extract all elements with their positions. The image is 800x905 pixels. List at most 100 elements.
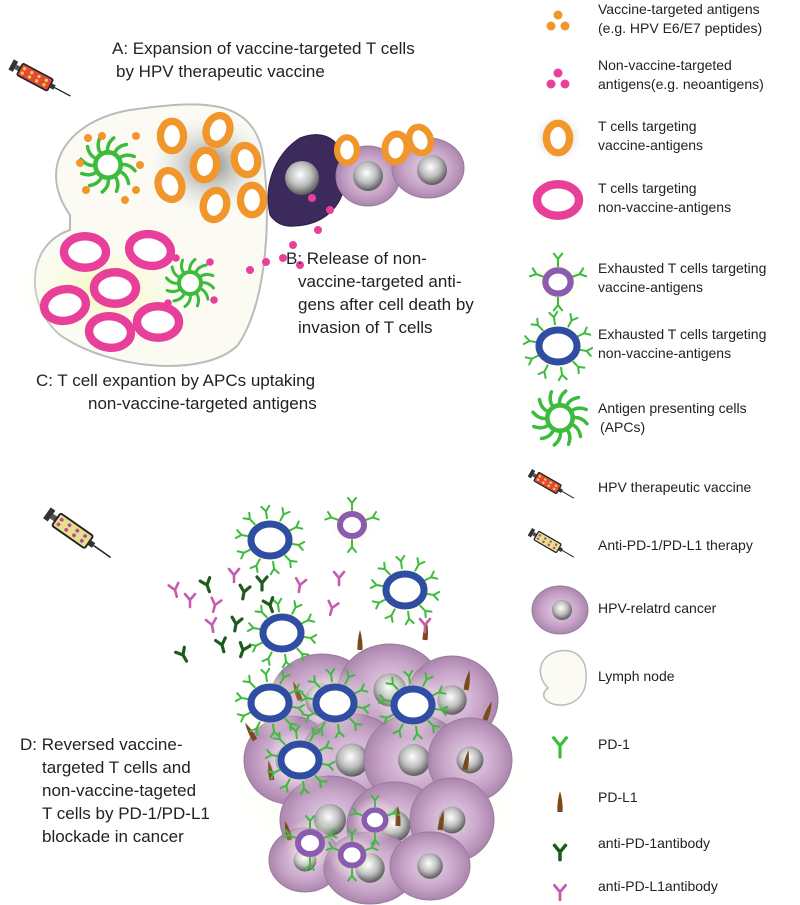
label-d-line: targeted T cells and <box>42 758 191 777</box>
t-cell-vaccine <box>199 186 231 224</box>
pd-1-receptor <box>355 703 371 714</box>
t-cell-vaccine <box>230 141 262 179</box>
exhausted-t-cell-nonvaccine <box>522 310 594 382</box>
pd-1-receptor <box>301 711 317 723</box>
pd-1-receptor <box>412 725 423 741</box>
anti-pd-1-antibody <box>261 596 275 614</box>
exhausted-t-cell-vaccine <box>350 794 400 846</box>
t-cell-vaccine <box>156 117 188 155</box>
pd-1-receptor <box>344 670 356 685</box>
pd-1-receptor <box>318 740 334 752</box>
pd-1-receptor <box>320 760 336 771</box>
pd-l1 <box>462 750 469 771</box>
pd-1-receptor <box>249 721 261 736</box>
legend <box>522 10 594 902</box>
pd-1-receptor <box>261 651 273 666</box>
t-cell-vaccine <box>381 130 411 166</box>
pd-1-receptor <box>246 622 262 633</box>
anti-pd-l1-antibody <box>227 567 241 584</box>
anti-pd-1-antibody <box>214 636 227 654</box>
vaccine-antigen <box>136 161 144 169</box>
label-b-line: vaccine-targeted anti- <box>298 272 461 291</box>
non-vaccine-antigen <box>326 206 334 214</box>
anti-pd-l1-antibody <box>332 570 346 587</box>
pd-1-receptor <box>249 558 261 573</box>
label-d: D: Reversed vaccine- targeted T cells an… <box>20 735 215 846</box>
vaccine-antigen <box>84 134 92 142</box>
pd-1-receptor <box>305 857 315 871</box>
pd-1-receptor <box>578 346 594 357</box>
anti-pd-1-antibody <box>230 615 244 633</box>
legend-lymph-node: Lymph node <box>598 668 675 684</box>
pd-1-receptor <box>254 604 268 619</box>
pd-1-receptor <box>347 539 357 553</box>
label-a: A: Expansion of vaccine-targeted T cells… <box>112 39 419 81</box>
non-vaccine-antigen <box>164 299 172 307</box>
antigen-presenting-cell <box>79 136 137 194</box>
pd-1-receptor <box>365 511 380 521</box>
pd-1-receptor <box>370 832 380 846</box>
pd-l1 <box>482 701 492 721</box>
non-vaccine-antigen <box>308 194 316 202</box>
pd-1-receptor <box>350 807 364 817</box>
non-vaccine-antigen <box>206 258 214 266</box>
pd-1-receptor <box>419 604 433 619</box>
pd-1-receptor <box>279 778 291 793</box>
exhausted-t-cell-nonvaccine <box>299 667 371 739</box>
label-b-line: invasion of T cells <box>298 318 433 337</box>
pd-1-receptor <box>537 364 549 379</box>
pd-1-receptor <box>242 511 256 526</box>
pd-1-receptor <box>395 554 406 570</box>
exhausted-t-cell-nonvaccine <box>246 597 318 669</box>
legend-cancer: HPV-relatrd cancer <box>598 600 717 616</box>
anti-pd-l1-antibody <box>418 617 432 634</box>
pd-1-receptor <box>279 507 291 522</box>
t-cell-nonvaccine <box>59 232 111 272</box>
hpv-vaccine-icon <box>527 469 575 499</box>
pd-1-receptor <box>364 841 379 852</box>
legend-pd1: PD-1 <box>598 736 630 752</box>
pd-1-receptor <box>236 711 252 723</box>
legend-non-vaccine-antigens: Non-vaccine-targeted antigens(e.g. neoan… <box>598 57 764 92</box>
t-cell-nonvaccine <box>39 284 91 326</box>
anti-pd-1-antibody <box>198 576 212 594</box>
anti-pd-1-antibody <box>238 641 252 659</box>
pd-1-receptor <box>347 497 357 511</box>
label-b: B: Release of non- vaccine-targeted anti… <box>286 249 479 337</box>
lymph-node-icon <box>539 649 587 706</box>
pd-1-receptor <box>403 669 414 685</box>
pd-1-receptor <box>302 633 318 644</box>
pd-1-receptor <box>248 641 264 653</box>
anti-pd-1-antibody <box>552 843 568 862</box>
t-cell-vaccine <box>542 119 574 157</box>
vaccine-antigen-icon <box>553 10 563 20</box>
legend-t-vaccine: T cells targeting vaccine-antigens <box>598 118 703 153</box>
exhausted-t-cell-nonvaccine <box>234 504 306 576</box>
legend-hpv-vaccine: HPV therapeutic vaccine <box>598 479 752 495</box>
pd-1-receptor <box>576 326 592 338</box>
vaccine-antigen <box>98 132 106 140</box>
pd-1-receptor <box>370 794 380 808</box>
pd-1-receptor <box>288 520 304 532</box>
label-b-line: B: Release of non- <box>286 249 427 268</box>
non-vaccine-antigen <box>172 254 180 262</box>
pd-1-receptor <box>282 829 297 839</box>
pd-1-receptor <box>291 600 303 615</box>
t-cell-nonvaccine <box>532 180 584 220</box>
legend-exhausted-nonvaccine: Exhausted T cells targeting non-vaccine-… <box>598 326 770 361</box>
pd-1-receptor <box>386 807 400 817</box>
anti-pd-l1-antibody <box>204 616 218 634</box>
pd-1-receptor <box>384 608 396 623</box>
anti-pd-therapy-icon <box>527 528 575 558</box>
legend-anti-pd1-antibody: anti-PD-1antibody <box>598 835 710 851</box>
exhausted-t-cell-vaccine <box>282 815 338 871</box>
pd-1-receptor <box>234 692 250 703</box>
pd-1-receptor <box>427 719 441 734</box>
anti-pd-syringe <box>43 507 112 559</box>
pd-1-receptor <box>234 529 250 540</box>
pd-1-receptor <box>551 736 569 759</box>
pd-1-receptor <box>431 685 447 697</box>
pd-1-receptor <box>299 692 315 703</box>
label-c-line: non-vaccine-targeted antigens <box>88 394 317 413</box>
